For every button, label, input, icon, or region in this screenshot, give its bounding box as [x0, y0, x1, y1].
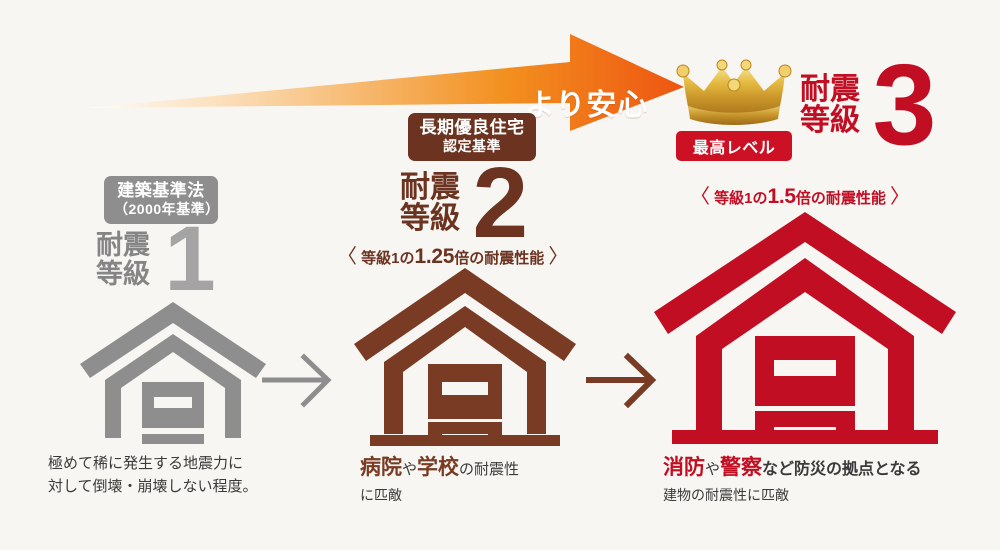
level3-rank: 耐震 等級 3: [800, 41, 937, 169]
level3-caption-line2: 建物の耐震性に匹敵: [663, 486, 789, 503]
level2-caption-highlight-1: 病院: [360, 456, 402, 479]
level1-caption-line1: 極めて稀に発生する地震力に: [48, 455, 244, 472]
level2-ratio-value: 1.25: [414, 245, 455, 268]
level1-rank-label: 耐震 等級: [96, 231, 150, 288]
level2-ratio-bracket-close: 〉: [548, 246, 569, 268]
arrow-label: より安心: [525, 89, 649, 122]
level3-ratio-bracket-open: 〈: [690, 186, 710, 208]
level1-rank-label-1: 耐震: [96, 230, 150, 261]
level3-ratio-suffix: 倍の耐震性能: [795, 190, 886, 207]
level2-rank-label-2: 等級: [400, 202, 460, 235]
level3-ratio-value: 1.5: [767, 185, 797, 208]
level3-rank-label-1: 耐震: [800, 72, 860, 106]
level1-standard-badge: 建築基準法 （2000年基準）: [104, 176, 220, 224]
level1-badge-line1: 建築基準法: [117, 181, 205, 200]
level2-caption-tail: の耐震性: [459, 461, 520, 478]
level1-caption: 極めて稀に発生する地震力に 対して倒壊・崩壊しない程度。: [48, 452, 258, 499]
level1-rank-number: 1: [164, 208, 216, 310]
level3-caption-highlight-1: 消防: [663, 456, 705, 479]
level3-top-badge-label: 最高レベル: [692, 140, 776, 157]
level3-caption-mid: や: [705, 461, 721, 478]
more-safety-arrow-banner: より安心: [70, 30, 690, 135]
level2-caption-line2: に匹敵: [360, 486, 402, 503]
arrow-path: [88, 34, 684, 131]
connector-arrow-2-3: [586, 352, 657, 408]
crown-icon: [676, 59, 792, 125]
level2-badge-line2: 認定基準: [443, 138, 501, 155]
level2-ratio-prefix: 等級1の: [361, 250, 415, 267]
level1-rank-label-2: 等級: [96, 258, 150, 289]
level2-rank-label-1: 耐震: [400, 170, 460, 204]
level3-ratio-prefix: 等級1の: [714, 190, 768, 207]
level2-house-icon: [354, 268, 576, 446]
level1-house-icon: [80, 302, 266, 444]
level3-caption-highlight-2: 警察: [720, 456, 763, 479]
level3-rank-label: 耐震 等級: [800, 74, 860, 137]
level3-caption-tail: など防災の拠点となる: [762, 461, 922, 478]
level2-ratio-bracket-open: 〈: [337, 246, 357, 268]
level2-rank-label: 耐震 等級: [400, 170, 460, 235]
level3-house-icon: [654, 212, 956, 444]
level2-standard-badge: 長期優良住宅 認定基準: [408, 113, 536, 161]
level2-caption: 病院や学校の耐震性 に匹敵: [360, 452, 519, 506]
level3-ratio-bracket-close: 〉: [890, 186, 910, 208]
level3-top-badge: 最高レベル: [676, 131, 792, 161]
level2-caption-mid: や: [402, 461, 418, 478]
level1-rank: 耐震 等級 1: [96, 208, 216, 310]
level2-rank-number: 2: [472, 147, 529, 259]
level2-ratio-suffix: 倍の耐震性能: [454, 250, 545, 267]
arrow-shape: [88, 34, 684, 131]
level2-ratio: 〈 等級1の1.25倍の耐震性能 〉: [337, 240, 568, 269]
level3-rank-label-2: 等級: [800, 104, 860, 138]
level3-caption: 消防や警察など防災の拠点となる 建物の耐震性に匹敵: [663, 452, 922, 506]
level2-caption-highlight-2: 学校: [417, 456, 460, 479]
level2-badge-line1: 長期優良住宅: [419, 118, 525, 137]
level1-badge-line2: （2000年基準）: [114, 201, 220, 218]
level3-rank-number: 3: [872, 41, 937, 169]
level2-rank: 耐震 等級 2: [400, 147, 529, 259]
level3-ratio: 〈 等級1の1.5倍の耐震性能 〉: [690, 180, 910, 209]
connector-arrow-1-2: [262, 353, 332, 408]
level1-caption-line2: 対して倒壊・崩壊しない程度。: [48, 478, 258, 496]
